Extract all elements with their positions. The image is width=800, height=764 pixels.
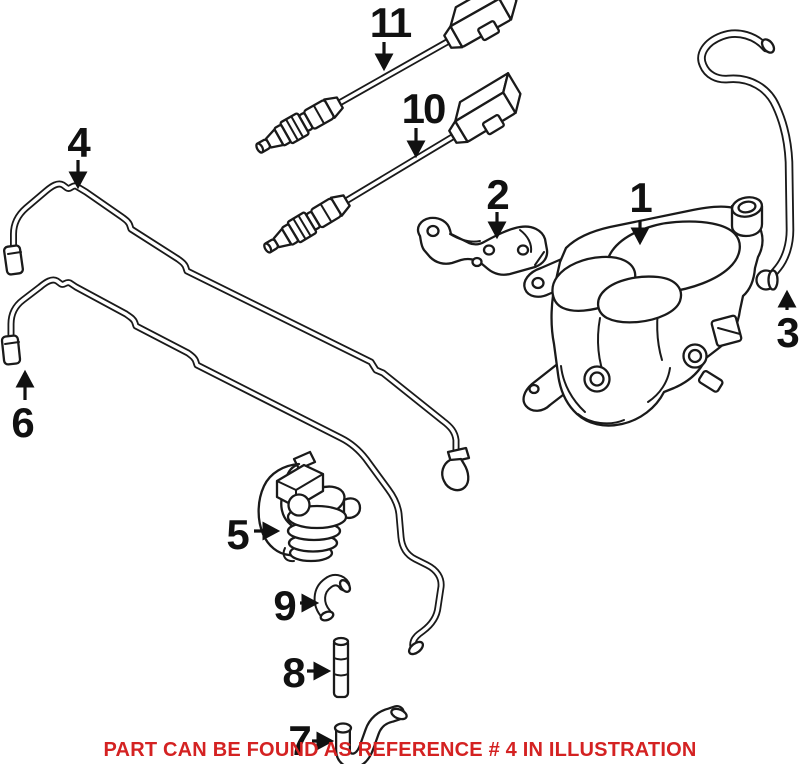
part-label-9: 9	[273, 582, 296, 629]
part-label-5: 5	[226, 511, 249, 558]
part-label-11: 11	[369, 0, 412, 46]
part-4-vapor-line	[2, 180, 471, 492]
part-6-open-end	[407, 640, 425, 656]
part-label-2: 2	[486, 171, 509, 218]
part-9-curved-hose	[313, 573, 352, 622]
part-label-7: 7	[288, 717, 311, 764]
part-2-bracket	[416, 216, 549, 276]
part-label-8: 8	[282, 649, 305, 696]
part-7-elbow-hose	[333, 705, 408, 764]
part-label-3: 3	[776, 309, 799, 356]
part-4-elbow-fitting	[441, 457, 470, 492]
part-5-leak-detection-pump	[257, 450, 362, 563]
part-label-10: 10	[401, 85, 447, 132]
part-label-1: 1	[629, 174, 652, 221]
part-3-hose-open-end	[760, 38, 776, 54]
part-3-vent-hose	[697, 29, 795, 291]
caption: PART CAN BE FOUND AS REFERENCE # 4 IN IL…	[103, 739, 697, 761]
part-4-end-cap	[2, 244, 25, 276]
part-4-elbow-collar	[446, 446, 471, 464]
part-1-evap-canister	[522, 196, 764, 427]
part-8-connector-pipe	[332, 636, 350, 699]
part-label-4: 4	[67, 119, 90, 166]
part-6-end-cap	[0, 334, 22, 366]
part-10-oxygen-sensor	[252, 73, 530, 264]
callout-arrows	[15, 42, 797, 751]
part-6-vapor-line	[0, 276, 445, 656]
part-label-6: 6	[11, 399, 34, 446]
